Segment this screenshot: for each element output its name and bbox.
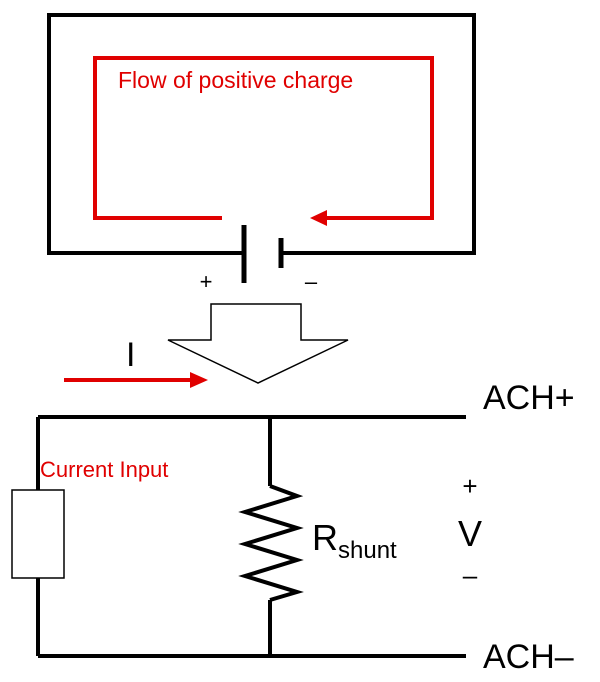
top-loop: + – Flow of positive charge: [47, 13, 476, 294]
terminal-ach-minus: ACH–: [483, 638, 574, 676]
battery-plus-sign: +: [200, 269, 213, 294]
voltage-plus-sign: +: [462, 471, 477, 501]
flow-arrowhead-left: [310, 210, 327, 226]
voltage-label: V: [458, 513, 482, 554]
resistor-label: Rshunt: [312, 517, 397, 564]
transfer-arrow: [167, 303, 349, 384]
resistor-label-sub: shunt: [338, 537, 397, 564]
current-source-box: [11, 489, 65, 579]
resistor-label-main: R: [312, 517, 338, 558]
terminal-ach-plus: ACH+: [483, 379, 575, 417]
shunt-resistor: [238, 484, 304, 602]
bottom-circuit: Current Input Rshunt + V – ACH+ ACH–: [11, 379, 575, 676]
top-loop-wire: [47, 13, 476, 255]
voltage-minus-sign: –: [463, 560, 478, 590]
flow-path: [93, 56, 434, 220]
current-symbol: I: [126, 336, 135, 374]
current-input-label: Current Input: [40, 457, 168, 482]
battery-minus-sign: –: [305, 269, 318, 294]
flow-label: Flow of positive charge: [118, 67, 353, 93]
current-arrow-head: [190, 372, 208, 388]
